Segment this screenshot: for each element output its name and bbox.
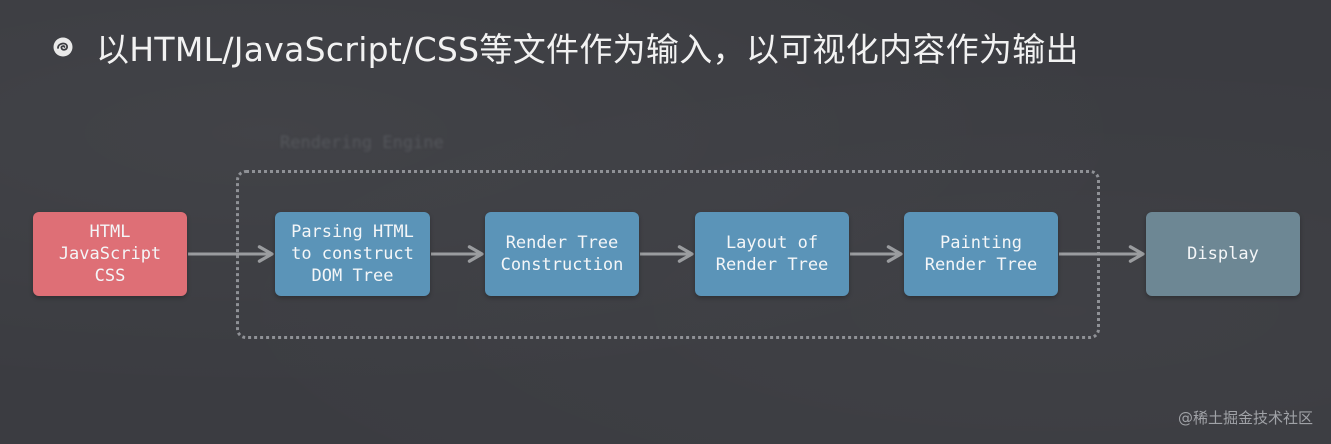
slide-heading: 以HTML/JavaScript/CSS等文件作为输入，以可视化内容作为输出 <box>96 30 1079 69</box>
node-input-files: HTML JavaScript CSS <box>33 212 187 296</box>
heading-row: 以HTML/JavaScript/CSS等文件作为输入，以可视化内容作为输出 <box>52 18 1079 76</box>
swirl-bullet-icon <box>52 36 74 58</box>
node-parsing-html-label: Parsing HTML to construct DOM Tree <box>291 222 414 286</box>
node-display: Display <box>1146 212 1300 296</box>
node-painting: Painting Render Tree <box>904 212 1058 296</box>
node-render-tree-construction: Render Tree Construction <box>485 212 639 296</box>
node-parsing-html: Parsing HTML to construct DOM Tree <box>275 212 430 296</box>
node-layout: Layout of Render Tree <box>695 212 849 296</box>
rendering-engine-label: Rendering Engine <box>280 133 444 153</box>
node-layout-label: Layout of Render Tree <box>715 233 829 275</box>
watermark: @稀土掘金技术社区 <box>1177 409 1313 427</box>
node-render-tree-construction-label: Render Tree Construction <box>500 233 624 275</box>
node-painting-label: Painting Render Tree <box>924 233 1038 275</box>
node-input-files-label: HTML JavaScript CSS <box>58 222 162 286</box>
node-display-label: Display <box>1187 244 1259 264</box>
